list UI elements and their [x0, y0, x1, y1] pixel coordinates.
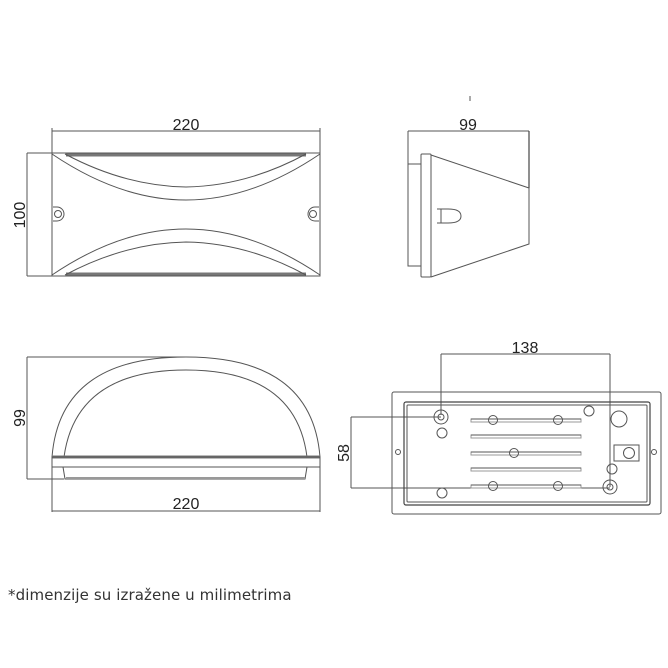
- top-height-label: 99: [12, 409, 29, 427]
- screw-lug-right: [307, 206, 319, 222]
- vent-slots: [470, 415, 582, 491]
- units-footnote: *dimenzije su izražene u milimetrima: [8, 586, 292, 604]
- back-vertical-label: 58: [336, 444, 353, 462]
- side-view: 99: [407, 96, 530, 278]
- screw-lug-left: [53, 206, 65, 222]
- side-depth-label: 99: [459, 117, 477, 134]
- back-view: 138 58: [336, 340, 662, 515]
- front-view: 220 100: [12, 117, 321, 277]
- front-height-label: 100: [12, 202, 29, 229]
- top-width-label: 220: [173, 496, 200, 513]
- top-view: 99 220: [12, 356, 321, 513]
- back-horizontal-label: 138: [512, 340, 539, 357]
- front-width-label: 220: [173, 117, 200, 134]
